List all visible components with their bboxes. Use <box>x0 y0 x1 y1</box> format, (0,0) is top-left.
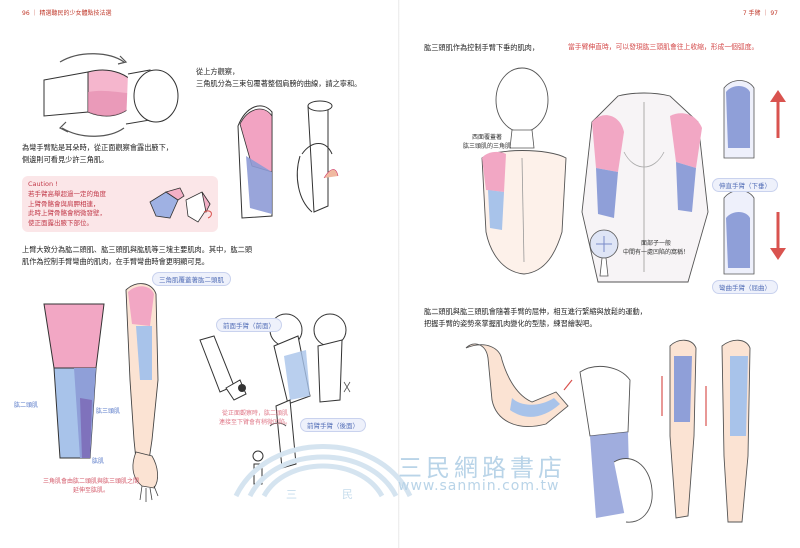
bottom-note-line: 三角肌會由肱二頭肌與肱三頭肌之間 <box>42 478 139 485</box>
upper-arm-block-diagram <box>43 303 105 459</box>
para-line-2: 肌作為控制手臂彎曲的肌肉，在手臂彎曲時會更明顯可見。 <box>22 257 209 266</box>
tag-forward-arm: 前面手臂（前面） <box>216 318 282 332</box>
shoulder-profile-sketches <box>237 100 339 219</box>
caution-line: 上臂骨骼會與肩胛相連， <box>28 199 100 208</box>
watermark-char: 三 <box>286 488 297 501</box>
bottom-note-line: 延伸至肱肌。 <box>72 486 109 494</box>
diagram-note-line: 連接至下臂會有稍微凹陷。 <box>218 418 291 426</box>
caution-line: 若手臂高舉超過一定的角度 <box>28 190 106 198</box>
left-page: 96 ｜ 精選聽民的少女體點技法選 從上方觀察， 三角肌分為三束包覆著整個肩膀的… <box>14 10 366 502</box>
caution-title: Caution ! <box>28 180 58 188</box>
right-folio: 7 手臂 ｜ 97 <box>742 10 778 17</box>
right-para-line-1: 肱二頭肌與肱三頭肌會隨著手臂的屈伸，相互進行緊縮與放鬆的運動， <box>424 307 647 316</box>
diagram-note: 從正面觀察時，肱二頭肌 連接至下臂會有稍微凹陷。 <box>210 410 300 427</box>
flexed-arm-figure <box>465 343 573 427</box>
caution-box: Caution ! 若手臂高舉超過一定的角度 上臂骨骼會與肩胛相連， 此時上臂骨… <box>22 176 218 232</box>
intro-line-1: 從上方觀察， <box>196 67 240 76</box>
label-brachialis: 肱肌 <box>92 458 105 465</box>
shoulder-sphere-diagram <box>43 53 179 137</box>
heading-a: 肱三頭肌作為控制手臂下垂的肌肉， <box>424 43 540 52</box>
right-para-line-2: 把握手臂的姿勢來掌握肌肉變化的型態，練習繪製吧。 <box>424 319 597 328</box>
torso-back-figure <box>481 67 567 275</box>
tag-bend: 彎曲手臂（屈曲） <box>712 280 778 294</box>
left-folio: 96 ｜ 精選聽民的少女體點技法選 <box>22 10 112 17</box>
watermark-char: 民 <box>342 488 353 501</box>
bottom-note: 三角肌會由肱二頭肌與肱三頭肌之間 延伸至肱肌。 <box>16 478 166 495</box>
para-line-1: 上臂大致分為肱二頭肌、肱三頭肌與肱肌等三塊主要肌肉。其中，肱二頭 <box>22 245 253 254</box>
label-back-line: 肱三頭肌的三角肌 <box>462 142 511 150</box>
side-text-line-1: 為彎手臂點是耳朵時，從正面觀察會露出腋下， <box>22 143 173 152</box>
watermark-url: www.sanmin.com.tw <box>398 478 560 494</box>
watermark-title: 三民網路書店 <box>398 454 566 482</box>
label-elbow: 面部子一般 中間有一處凹陷的窩稱！ <box>612 240 700 257</box>
caution-body: 若手臂高舉超過一定的角度 上臂骨骼會與肩胛相連， 此時上臂骨骼會稍微發壁， 使正… <box>28 190 148 228</box>
intro-line-2: 三角肌分為三束包覆著整個肩膀的曲線，請之寧和。 <box>196 79 362 88</box>
label-back-line: 西面覆蓋著 <box>471 134 502 141</box>
label-biceps: 肱二頭肌 <box>14 402 39 409</box>
caution-line: 此時上臂骨骼會稍微發壁， <box>28 209 106 217</box>
triceps-stretch-shapes <box>723 80 786 275</box>
tag-stretch: 伸直手臂（下垂） <box>712 178 778 192</box>
side-text-line-2: 側邊則可看見少許三角肌。 <box>22 155 109 164</box>
label-triceps: 肱三頭肌 <box>96 408 121 415</box>
full-arm-figure <box>125 283 159 502</box>
label-elbow-line: 中間有一處凹陷的窩稱！ <box>622 248 689 256</box>
caution-line: 使正面露出腋下部位。 <box>28 218 93 227</box>
tag-back-arm: 前臂手臂（後面） <box>300 418 366 432</box>
right-page: 7 手臂 ｜ 97 肱三頭肌作為控制手臂下垂的肌肉， 當手臂伸直時，可以發現肱三… <box>400 0 800 548</box>
elbow-closeup <box>589 229 619 277</box>
watermark-arcs <box>233 444 413 498</box>
cylinder-arm-diagrams <box>199 313 351 485</box>
label-elbow-line: 面部子一般 <box>640 240 671 247</box>
heading-b: 當手臂伸直時，可以發現肱三頭肌會往上收縮，形成一個弧度。 <box>568 43 759 51</box>
label-back: 西面覆蓋著 肱三頭肌的三角肌 <box>444 134 530 151</box>
tag-deltoid-covers-biceps: 三角肌覆蓋著肱二頭肌 <box>152 272 231 286</box>
diagram-note-line: 從正面觀察時，肱二頭肌 <box>221 410 288 417</box>
caution-arm-sketch <box>149 187 212 223</box>
bent-forearm-figure <box>579 365 653 523</box>
straight-arm-figures <box>661 339 751 523</box>
